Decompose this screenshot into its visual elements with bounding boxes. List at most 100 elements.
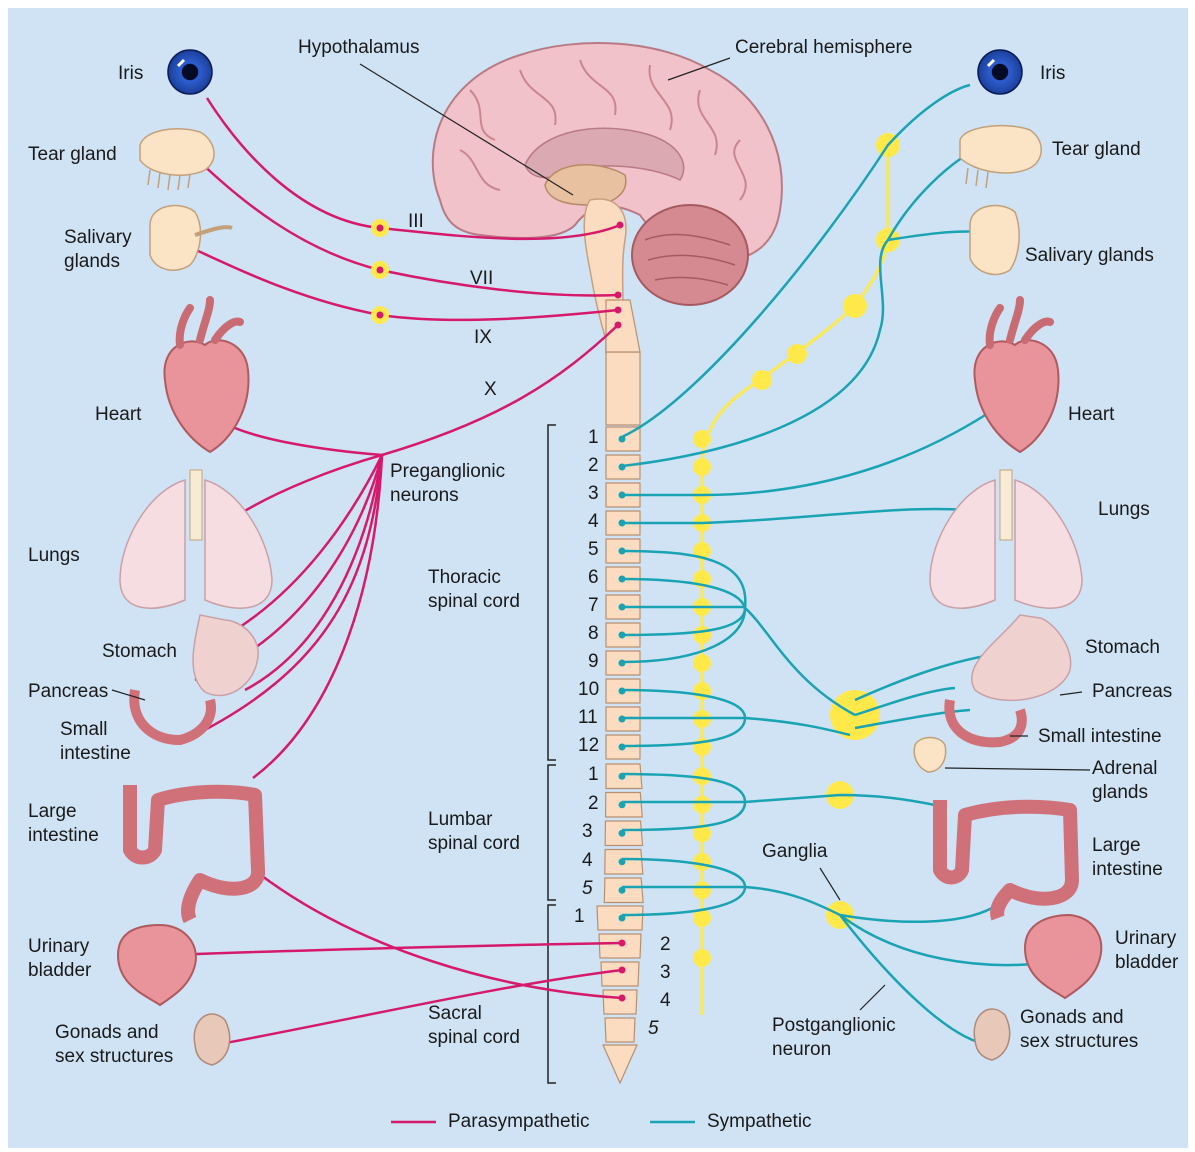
chain-ganglion bbox=[693, 458, 711, 476]
legend-parasympathetic: Parasympathetic bbox=[448, 1110, 590, 1134]
chain-ganglion bbox=[693, 626, 711, 644]
preganglionic-exit-dot bbox=[619, 858, 626, 865]
urinary-bladder-right-icon bbox=[1025, 915, 1101, 998]
sacral-segment-label: 1 bbox=[574, 906, 585, 928]
iris-right-icon bbox=[978, 50, 1022, 94]
label-pancreas-left: Pancreas bbox=[28, 680, 108, 704]
sacral-segment-label: 5 bbox=[648, 1018, 659, 1040]
thoracic-segment-label: 2 bbox=[588, 455, 599, 477]
adrenal-gland-right-icon bbox=[914, 738, 945, 773]
label-stomach-left: Stomach bbox=[102, 640, 177, 664]
thoracic-segment-label: 5 bbox=[588, 539, 599, 561]
ganglion bbox=[752, 370, 772, 390]
ganglion bbox=[843, 294, 867, 318]
thoracic-segment-label: 4 bbox=[588, 511, 599, 533]
label-salivary-right: Salivary glands bbox=[1025, 244, 1154, 268]
iris-left-icon bbox=[168, 50, 212, 94]
label-nerve-x: X bbox=[484, 378, 497, 402]
preganglionic-exit-dot bbox=[619, 660, 626, 667]
thoracic-segment-label: 9 bbox=[588, 651, 599, 673]
label-ganglia: Ganglia bbox=[762, 840, 828, 864]
label-iris-left: Iris bbox=[118, 62, 143, 86]
label-hypothalamus: Hypothalamus bbox=[298, 36, 419, 60]
label-bladder-right: Urinary bladder bbox=[1115, 927, 1178, 975]
label-heart-right: Heart bbox=[1068, 403, 1114, 427]
preganglionic-exit-dot bbox=[619, 773, 626, 780]
tear-gland-left-icon bbox=[140, 129, 214, 190]
label-tear-gland-left: Tear gland bbox=[28, 143, 117, 167]
gonads-left-icon bbox=[194, 1014, 229, 1065]
lungs-right-icon bbox=[930, 470, 1082, 608]
thoracic-segment-label: 11 bbox=[578, 707, 598, 729]
lungs-left-icon bbox=[120, 470, 272, 608]
label-gonads-right: Gonads and sex structures bbox=[1020, 1006, 1138, 1054]
label-cerebral-hemisphere: Cerebral hemisphere bbox=[735, 36, 912, 60]
lumbar-segment-label: 1 bbox=[588, 764, 599, 786]
label-stomach-right: Stomach bbox=[1085, 636, 1160, 660]
lumbar-segment-label: 4 bbox=[582, 850, 593, 872]
heart-right-icon bbox=[974, 300, 1058, 452]
sacral-segment bbox=[599, 934, 641, 958]
stomach-right-icon bbox=[972, 615, 1071, 700]
preganglionic-exit-dot bbox=[619, 744, 626, 751]
label-tear-gland-right: Tear gland bbox=[1052, 138, 1141, 162]
salivary-gland-right-icon bbox=[970, 206, 1019, 275]
preganglionic-exit-dot bbox=[619, 801, 626, 808]
large-intestine-right-icon bbox=[940, 800, 1072, 918]
preganglionic-exit-dot bbox=[619, 632, 626, 639]
preganglionic-exit-dot bbox=[619, 915, 626, 922]
label-nerve-vii: VII bbox=[470, 267, 493, 291]
preganglionic-exit-dot bbox=[619, 688, 626, 695]
medulla-cord bbox=[606, 300, 640, 352]
sacral-segment bbox=[601, 962, 639, 986]
label-heart-left: Heart bbox=[95, 403, 141, 427]
sacral-segment bbox=[605, 1018, 635, 1042]
gonads-right-icon bbox=[974, 1009, 1009, 1060]
thoracic-segment-label: 10 bbox=[578, 679, 599, 701]
label-pancreas-right: Pancreas bbox=[1092, 680, 1172, 704]
cord-tip bbox=[603, 1045, 637, 1083]
cervical-cord bbox=[606, 352, 640, 425]
label-salivary-left: Salivary glands bbox=[64, 226, 132, 274]
preganglionic-exit-dot bbox=[619, 548, 626, 555]
thoracic-segment-label: 6 bbox=[588, 567, 599, 589]
sacral-segment-label: 2 bbox=[660, 934, 671, 956]
preganglionic-exit-dot bbox=[619, 887, 626, 894]
organs-right bbox=[914, 50, 1101, 1060]
label-iris-right: Iris bbox=[1040, 62, 1065, 86]
thoracic-segment-label: 7 bbox=[588, 595, 599, 617]
stomach-left-icon bbox=[193, 615, 258, 696]
label-large-intestine-left: Large intestine bbox=[28, 800, 99, 848]
label-large-intestine-right: Large intestine bbox=[1092, 834, 1163, 882]
chain-ganglion bbox=[693, 430, 711, 448]
preganglionic-exit-dot bbox=[619, 576, 626, 583]
label-lungs-left: Lungs bbox=[28, 544, 80, 568]
label-gonads-left: Gonads and sex structures bbox=[55, 1021, 173, 1069]
large-intestine-left-icon bbox=[130, 785, 258, 920]
legend-sympathetic: Sympathetic bbox=[707, 1110, 812, 1134]
lumbar-segment-label: 2 bbox=[588, 793, 599, 815]
preganglionic-exit-dot bbox=[619, 716, 626, 723]
thoracic-segment-label: 1 bbox=[588, 427, 599, 449]
label-small-intestine-left: Small intestine bbox=[60, 718, 131, 766]
label-lumbar: Lumbar spinal cord bbox=[428, 808, 520, 856]
label-postganglionic: Postganglionic neuron bbox=[772, 1014, 896, 1062]
label-thoracic: Thoracic spinal cord bbox=[428, 566, 520, 614]
ganglion bbox=[787, 344, 807, 364]
organs-left bbox=[118, 50, 272, 1065]
chain-ganglion bbox=[693, 881, 711, 899]
label-preganglionic: Preganglionic neurons bbox=[390, 460, 505, 508]
label-bladder-left: Urinary bladder bbox=[28, 935, 91, 983]
chain-ganglion bbox=[693, 796, 711, 814]
lumbar-segment-label: 3 bbox=[582, 821, 593, 843]
region-brackets bbox=[548, 425, 556, 1083]
preganglionic-exit-dot bbox=[619, 604, 626, 611]
sacral-segment bbox=[603, 990, 637, 1014]
thoracic-segment-label: 3 bbox=[588, 483, 599, 505]
chain-ganglion bbox=[693, 949, 711, 967]
lumbar-segment-label: 5 bbox=[582, 878, 593, 900]
preganglionic-exit-dot bbox=[619, 436, 626, 443]
thoracic-segment-label: 8 bbox=[588, 623, 599, 645]
preganglionic-exit-dot bbox=[619, 830, 626, 837]
